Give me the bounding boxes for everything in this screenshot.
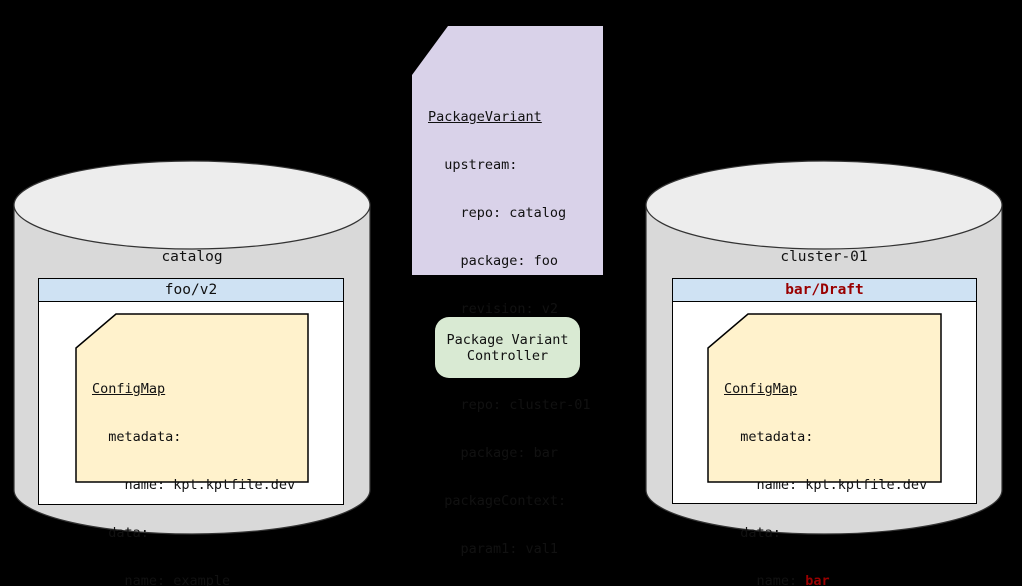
yaml-line: package: foo <box>428 253 559 269</box>
note-shape <box>707 313 942 483</box>
package-variant-controller-box: Package Variant Controller <box>435 317 580 378</box>
yaml-line: data: <box>724 525 781 541</box>
note-shape <box>75 313 309 483</box>
yaml-line: repo: catalog <box>428 205 567 221</box>
yaml-line: name: kpt.kptfile.dev <box>92 477 296 493</box>
yaml-line: name: bar <box>724 573 830 586</box>
cluster-configmap-note-shape <box>707 313 942 483</box>
yaml-line: packageContext: <box>428 493 567 509</box>
package-variant-yaml: PackageVariant upstream: repo: catalog p… <box>428 77 591 586</box>
package-variant-note-shape <box>412 26 603 275</box>
note-shape <box>412 26 603 275</box>
package-variant-kind: PackageVariant <box>428 109 542 125</box>
yaml-line: name: example <box>92 573 231 586</box>
yaml-line: repo: cluster-01 <box>428 397 591 413</box>
catalog-configmap-note-shape <box>75 313 309 483</box>
configmap-kind: ConfigMap <box>92 381 166 397</box>
yaml-line: upstream: <box>428 157 518 173</box>
cylinder-top <box>13 160 371 250</box>
catalog-package-header: foo/v2 <box>39 279 343 302</box>
yaml-line: revision: v2 <box>428 301 559 317</box>
yaml-line: param1: val1 <box>428 541 559 557</box>
yaml-line: name: kpt.kptfile.dev <box>724 477 928 493</box>
yaml-line: data: <box>92 525 149 541</box>
configmap-kind: ConfigMap <box>724 381 798 397</box>
yaml-line: metadata: <box>724 429 814 445</box>
catalog-configmap-yaml: ConfigMap metadata: name: kpt.kptfile.de… <box>92 349 295 586</box>
catalog-repo-name: catalog <box>161 249 223 265</box>
yaml-line: metadata: <box>92 429 182 445</box>
controller-label-line2: Controller <box>466 347 549 364</box>
controller-label-line1: Package Variant <box>446 331 569 348</box>
cylinder-top <box>645 160 1003 250</box>
cluster-package-header: bar/Draft <box>673 279 976 302</box>
cluster-configmap-yaml: ConfigMap metadata: name: kpt.kptfile.de… <box>724 349 927 586</box>
yaml-line: package: bar <box>428 445 559 461</box>
cluster-repo-name: cluster-01 <box>780 249 868 265</box>
